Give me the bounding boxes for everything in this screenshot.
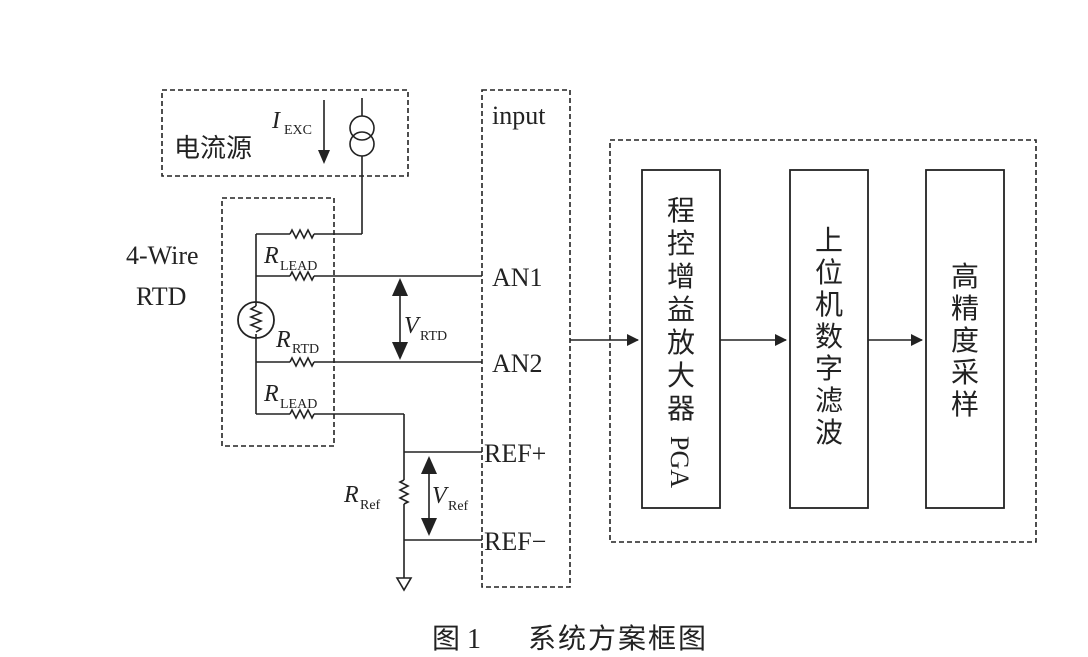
input-block: input AN1 AN2 REF+ REF− [481,89,571,588]
rtd-label-line1: 4-Wire [126,241,199,270]
caption-number: 图 1 [432,624,481,655]
vrtd-indicator: V RTD [392,278,447,360]
iexc-subscript: EXC [284,123,312,138]
resistor-ref [398,479,410,505]
current-source-icon [349,115,375,141]
rtd-block: 4-Wire RTD R LEAD R RTD R LEAD [126,197,482,447]
pin-an2: AN2 [492,349,543,378]
pin-ref-minus: REF− [484,527,546,556]
rref-symbol: R [343,482,359,508]
filter-char: 滤 [815,385,843,417]
current-source-border [161,89,409,177]
ground-icon [395,577,413,592]
pin-ref-plus: REF+ [484,439,546,468]
pga-char: 大 [667,360,695,392]
caption-text: 系统方案框图 [528,623,708,655]
sampling-box [925,169,1005,509]
filter-char: 字 [815,353,843,385]
resistor-lead-top-upper [289,228,315,240]
vref-subscript: Ref [448,499,469,514]
iexc-arrow-head [318,150,330,164]
processing-border [609,139,1037,543]
rlead-bottom-symbol: R [263,381,279,407]
rtd-border [221,197,335,447]
resistor-rtd [289,356,315,368]
pga-char: 放 [667,327,695,359]
pin-an1: AN1 [492,263,543,292]
rtd-sensor-icon [237,301,275,339]
current-source-block: 电流源 I EXC [161,89,409,234]
filter-char: 数 [815,321,843,353]
vref-symbol: V [432,483,449,509]
rlead-top-subscript: LEAD [280,259,317,274]
vrtd-symbol: V [404,313,421,339]
sampling-char: 精 [951,293,979,325]
filter-char: 波 [815,417,843,449]
pga-char: 器 [667,394,695,425]
filter-char: 机 [815,289,843,321]
input-title: input [492,101,546,130]
rlead-top-symbol: R [263,243,279,269]
filter-char: 上 [815,226,843,257]
current-source-label: 电流源 [174,134,252,163]
pga-char: 益 [667,294,695,326]
reference-circuit: R Ref V Ref [343,414,482,592]
rref-subscript: Ref [360,498,381,513]
filter-char: 位 [815,257,843,289]
sampling-char: 样 [951,389,979,421]
pga-char: 控 [667,228,695,260]
vrtd-subscript: RTD [420,329,447,344]
sampling-char: 高 [951,261,979,293]
pga-char: 程 [667,196,695,227]
iexc-symbol: I [271,108,281,134]
pga-char: 增 [667,261,695,293]
rrtd-symbol: R [275,327,291,353]
filter-box [789,169,869,509]
rtd-label-line2: RTD [136,282,186,311]
rlead-bottom-subscript: LEAD [280,397,317,412]
sampling-char: 度 [951,325,979,357]
pga-latin: PGA [665,436,694,488]
input-border [481,89,571,588]
resistor-lead-top [289,270,315,282]
rrtd-subscript: RTD [292,342,319,357]
pga-box [641,169,721,509]
sampling-char: 采 [951,358,979,389]
resistor-lead-bottom [289,408,315,420]
